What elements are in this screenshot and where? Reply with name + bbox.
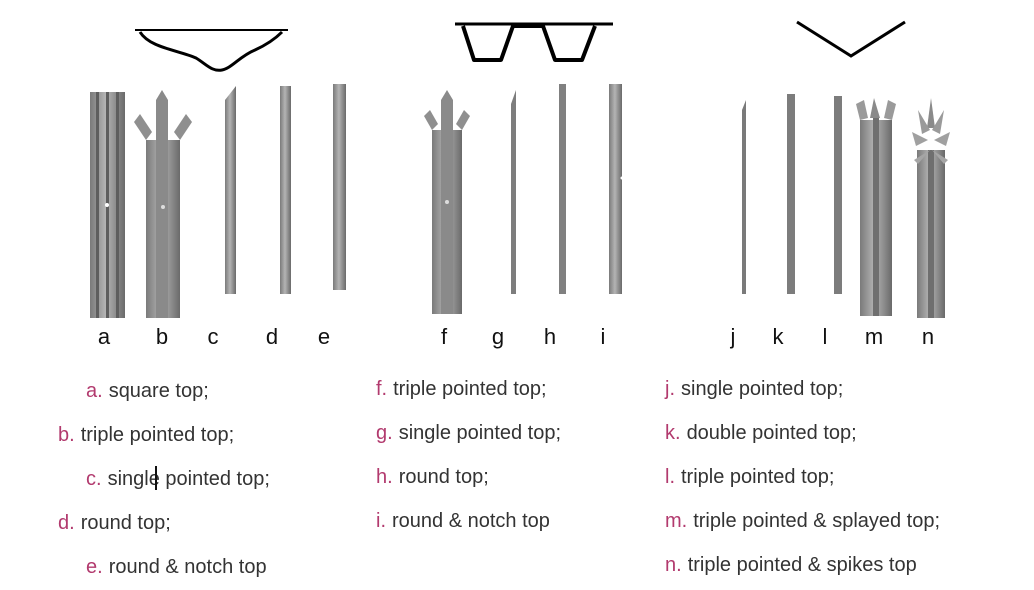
legend-desc-h: round top;: [398, 466, 489, 488]
legend-item-h: h.round top;: [376, 466, 489, 489]
legend-key-l: l.: [665, 466, 675, 488]
legend-item-f: f.triple pointed top;: [376, 378, 547, 401]
legend-key-n: n.: [665, 554, 682, 576]
post-label-c: c: [207, 324, 219, 349]
legend-desc-i: round & notch top: [392, 510, 550, 532]
post-label-d: d: [265, 324, 279, 349]
legend-desc-a: square top;: [108, 380, 209, 402]
post-f: [424, 90, 470, 314]
post-e: [333, 84, 346, 290]
legend-desc-k: double pointed top;: [686, 422, 857, 444]
d-section-profile: [455, 22, 613, 62]
w-section-profile: [135, 29, 288, 72]
legend-desc-c: single pointed top;: [107, 468, 270, 490]
legend-item-e: e.round & notch top: [86, 556, 267, 579]
post-label-b: b: [155, 324, 169, 349]
post-label-h: h: [543, 324, 557, 349]
post-label-e: e: [317, 324, 331, 349]
legend-key-j: j.: [665, 378, 675, 400]
post-label-l: l: [822, 324, 828, 349]
legend-key-k: k.: [665, 422, 681, 444]
legend-key-m: m.: [665, 510, 688, 532]
legend-desc-n: triple pointed & spikes top: [687, 554, 917, 576]
post-l: [834, 96, 842, 294]
post-c: [225, 86, 236, 294]
legend-key-d: d.: [58, 512, 75, 534]
post-d: [280, 86, 291, 294]
post-label-j: j: [730, 324, 736, 349]
angle-section-profile: [796, 20, 906, 58]
text-cursor: [155, 466, 157, 490]
legend-item-g: g.single pointed top;: [376, 422, 561, 445]
legend-key-f: f.: [376, 378, 388, 400]
legend-item-c: c.single pointed top;: [86, 468, 270, 491]
post-label-g: g: [491, 324, 505, 349]
legend-item-k: k.double pointed top;: [665, 422, 857, 445]
post-label-m: m: [864, 324, 884, 349]
legend-item-l: l. triple pointed top;: [665, 466, 834, 489]
legend-item-m: m.triple pointed & splayed top;: [665, 510, 940, 533]
post-h: [559, 84, 566, 294]
post-label-a: a: [97, 324, 111, 349]
post-label-k: k: [772, 324, 784, 349]
post-m: [856, 98, 896, 316]
legend-item-d: d.round top;: [58, 512, 171, 535]
legend-item-b: b.triple pointed top;: [58, 424, 234, 447]
post-label-f: f: [440, 324, 448, 349]
post-n: [912, 98, 950, 318]
legend-key-g: g.: [376, 422, 393, 444]
legend-key-b: b.: [58, 424, 75, 446]
legend-item-n: n.triple pointed & spikes top: [665, 554, 917, 577]
legend-desc-g: single pointed top;: [398, 422, 562, 444]
legend-desc-m: triple pointed & splayed top;: [693, 510, 941, 532]
legend-key-a: a.: [86, 380, 103, 402]
legend-item-i: i. round & notch top: [376, 510, 550, 533]
legend-desc-l: triple pointed top;: [681, 466, 835, 488]
legend-key-c: c.: [86, 468, 102, 490]
post-label-n: n: [921, 324, 935, 349]
legend-item-j: j. single pointed top;: [665, 378, 843, 401]
legend-key-h: h.: [376, 466, 393, 488]
post-j: [742, 100, 746, 294]
post-i: [609, 84, 624, 294]
post-a: [90, 92, 125, 318]
legend-desc-j: single pointed top;: [681, 378, 844, 400]
legend-key-i: i.: [376, 510, 386, 532]
legend-item-a: a.square top;: [86, 380, 209, 403]
legend-desc-d: round top;: [80, 512, 171, 534]
legend-desc-e: round & notch top: [108, 556, 267, 578]
legend-desc-b: triple pointed top;: [80, 424, 235, 446]
legend-key-e: e.: [86, 556, 103, 578]
post-g: [511, 90, 516, 294]
post-label-i: i: [600, 324, 606, 349]
post-b: [134, 90, 192, 318]
post-k: [787, 94, 795, 294]
legend-desc-f: triple pointed top;: [393, 378, 547, 400]
